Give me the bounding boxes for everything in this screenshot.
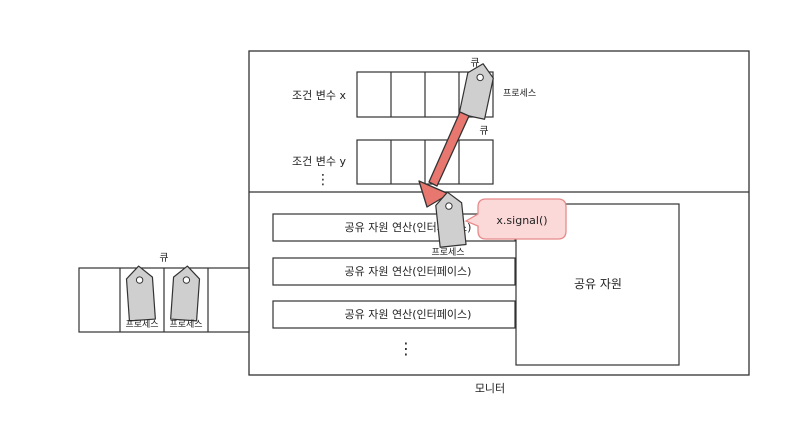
entry-queue-label: 큐 <box>159 253 168 264</box>
moving-process-label: 프로세스 <box>431 247 464 258</box>
condition-variable-x-label: 조건 변수 x <box>292 89 346 102</box>
signal-arrow <box>418 111 470 208</box>
signal-callout <box>464 198 567 240</box>
entry-queue <box>78 267 250 333</box>
operation-label-3: 공유 자원 연산(인터페이스) <box>345 308 472 321</box>
condition-variable-ellipsis: ⋮ <box>316 172 330 188</box>
monitor-box <box>248 50 750 376</box>
queue-y-label: 큐 <box>479 126 488 137</box>
operation-box-3 <box>272 300 516 329</box>
shared-resource-label: 공유 자원 <box>574 277 622 291</box>
operation-label-2: 공유 자원 연산(인터페이스) <box>345 265 472 278</box>
operation-box-2 <box>272 257 516 286</box>
signal-call-label: x.signal() <box>496 214 547 227</box>
process-in-condition-queue-label: 프로세스 <box>503 88 536 99</box>
condition-variable-y-label: 조건 변수 y <box>292 155 346 168</box>
monitor-label: 모니터 <box>475 382 505 395</box>
condition-y-queue <box>356 139 494 185</box>
operations-ellipsis: ⋮ <box>398 339 414 358</box>
entry-process-label-2: 프로세스 <box>169 319 202 330</box>
entry-process-label-1: 프로세스 <box>125 319 158 330</box>
queue-x-label: 큐 <box>470 58 479 69</box>
